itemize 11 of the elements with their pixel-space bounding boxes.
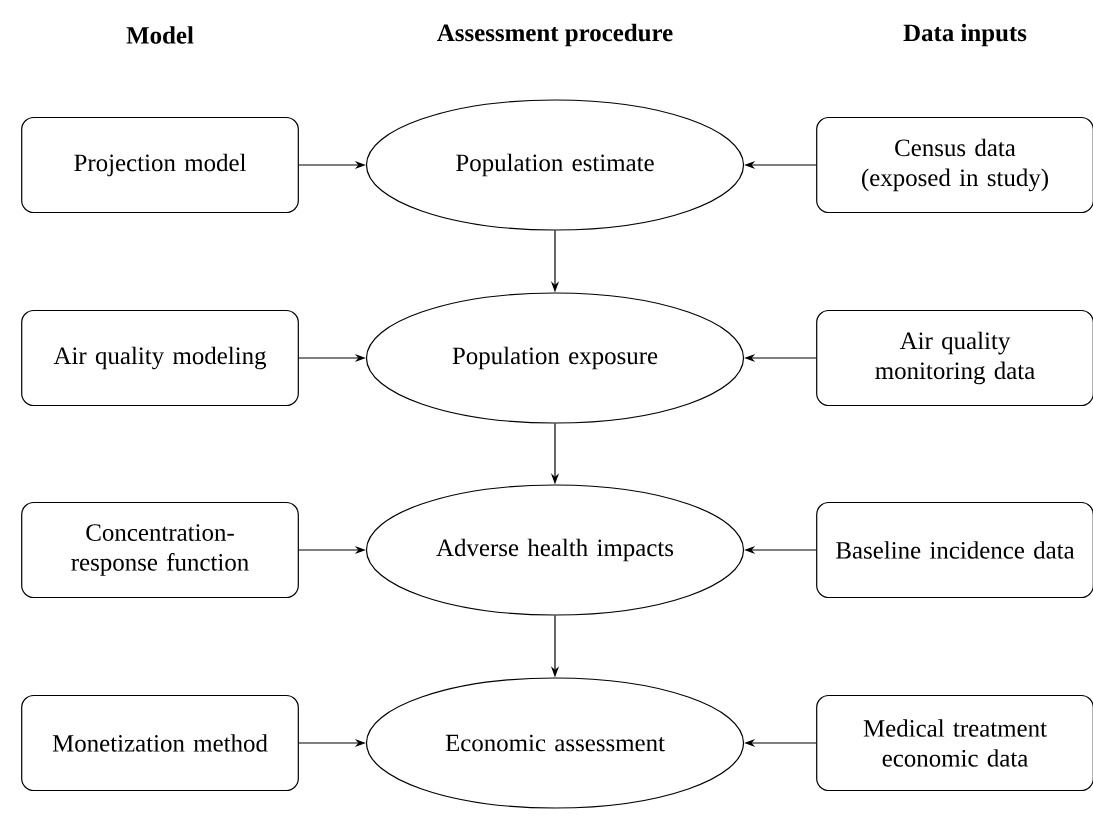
input-box: Monetization method — [21, 694, 299, 792]
column-heading: Model — [126, 26, 194, 44]
column-heading: Data inputs — [903, 23, 1027, 47]
column-heading: Assessment procedure — [437, 23, 673, 47]
input-box: Air quality monitoring data — [816, 309, 1093, 407]
input-box: Baseline incidence data — [816, 501, 1093, 599]
input-box: Air quality modeling — [21, 309, 299, 407]
input-box: Medical treatment economic data — [816, 694, 1093, 792]
input-box: Census data (exposed in study) — [816, 116, 1093, 214]
input-box: Projection model — [21, 116, 299, 214]
input-box: Concentration-response function — [21, 501, 299, 599]
